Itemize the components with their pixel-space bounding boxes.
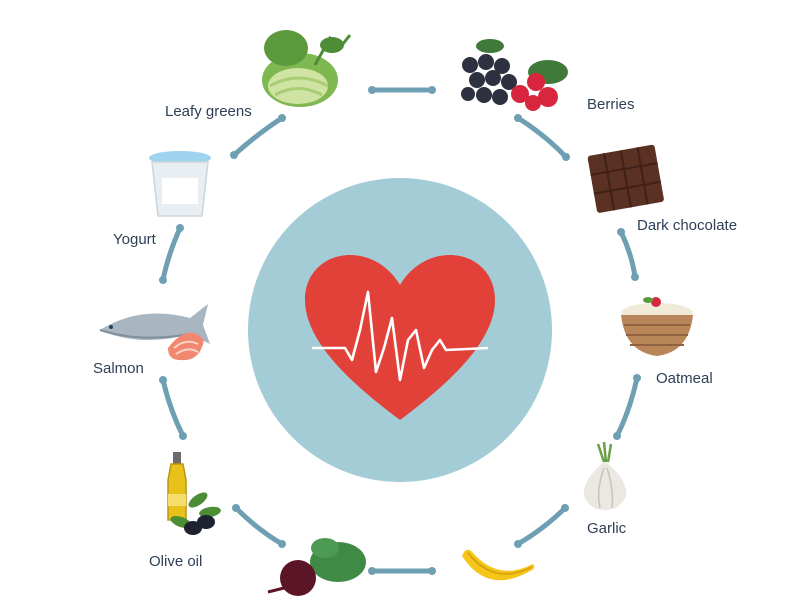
- food-label-yogurt: Yogurt: [113, 231, 156, 248]
- food-label-garlic: Garlic: [587, 520, 627, 537]
- yogurt-icon: [149, 151, 211, 217]
- leafy-greens-icon: [262, 30, 352, 107]
- heart-heartbeat-icon: [305, 255, 495, 420]
- olive-oil-icon: [167, 452, 221, 535]
- connector-salmon-yogurt: [160, 225, 183, 283]
- connector-chocolate-oatmeal: [618, 229, 638, 280]
- connector-yogurt-greens: [231, 115, 285, 158]
- food-label-dark-chocolate: Dark chocolate: [637, 217, 738, 234]
- connector-oliveoil-salmon: [160, 377, 186, 439]
- salmon-icon: [99, 304, 210, 361]
- berries-icon: [461, 39, 568, 111]
- food-label-leafy-greens: Leafy greens: [165, 103, 252, 120]
- food-label-berries: Berries: [587, 96, 635, 113]
- connector-garlic-banana: [515, 505, 568, 547]
- chocolate-bar-icon: [587, 144, 664, 213]
- food-label-salmon: Salmon: [93, 360, 144, 377]
- beet-icon: [267, 538, 366, 596]
- banana-icon: [462, 549, 535, 581]
- connector-beet-oliveoil: [233, 505, 285, 547]
- food-label-oatmeal: Oatmeal: [656, 370, 713, 387]
- garlic-icon: [583, 441, 627, 510]
- connectors: [159, 86, 641, 575]
- connector-oatmeal-garlic: [614, 375, 640, 439]
- food-label-olive-oil: Olive oil: [149, 553, 203, 570]
- oatmeal-bowl-icon: [621, 297, 693, 356]
- connector-berries-chocolate: [515, 115, 569, 160]
